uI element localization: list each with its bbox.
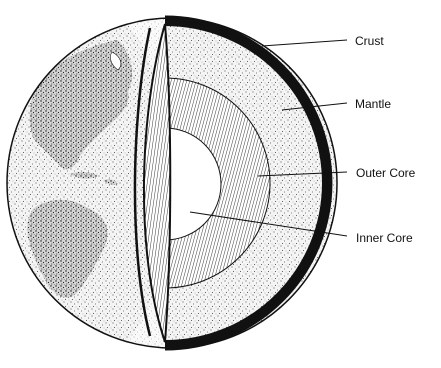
mantle-label: Mantle [355,97,391,111]
cutaway-section [165,18,330,348]
crust-label: Crust [355,34,384,48]
outer-core-label: Outer Core [356,166,416,180]
crust-leader [262,40,347,46]
inner-core-label: Inner Core [356,231,413,245]
